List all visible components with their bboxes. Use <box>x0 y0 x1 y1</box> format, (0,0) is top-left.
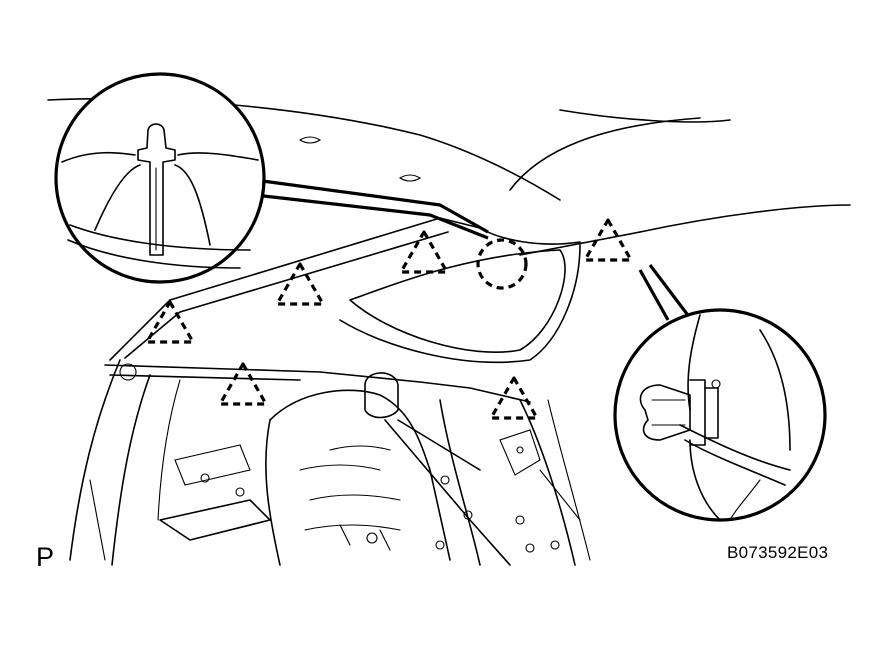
leader-lines <box>254 178 692 321</box>
detail-callout-top-left <box>54 72 266 284</box>
figure-code: B073592E03 <box>727 543 829 562</box>
clip-triangle-marker <box>275 262 325 306</box>
clip-triangle-marker <box>583 218 633 262</box>
clip-triangle-marker <box>399 230 449 274</box>
view-label: P <box>36 542 55 572</box>
clip-circle-marker <box>476 238 528 290</box>
clip-markers <box>145 218 633 420</box>
detail-callout-bottom-right <box>613 308 827 522</box>
clip-triangle-marker <box>145 300 195 344</box>
body-panel-outline <box>47 97 851 566</box>
